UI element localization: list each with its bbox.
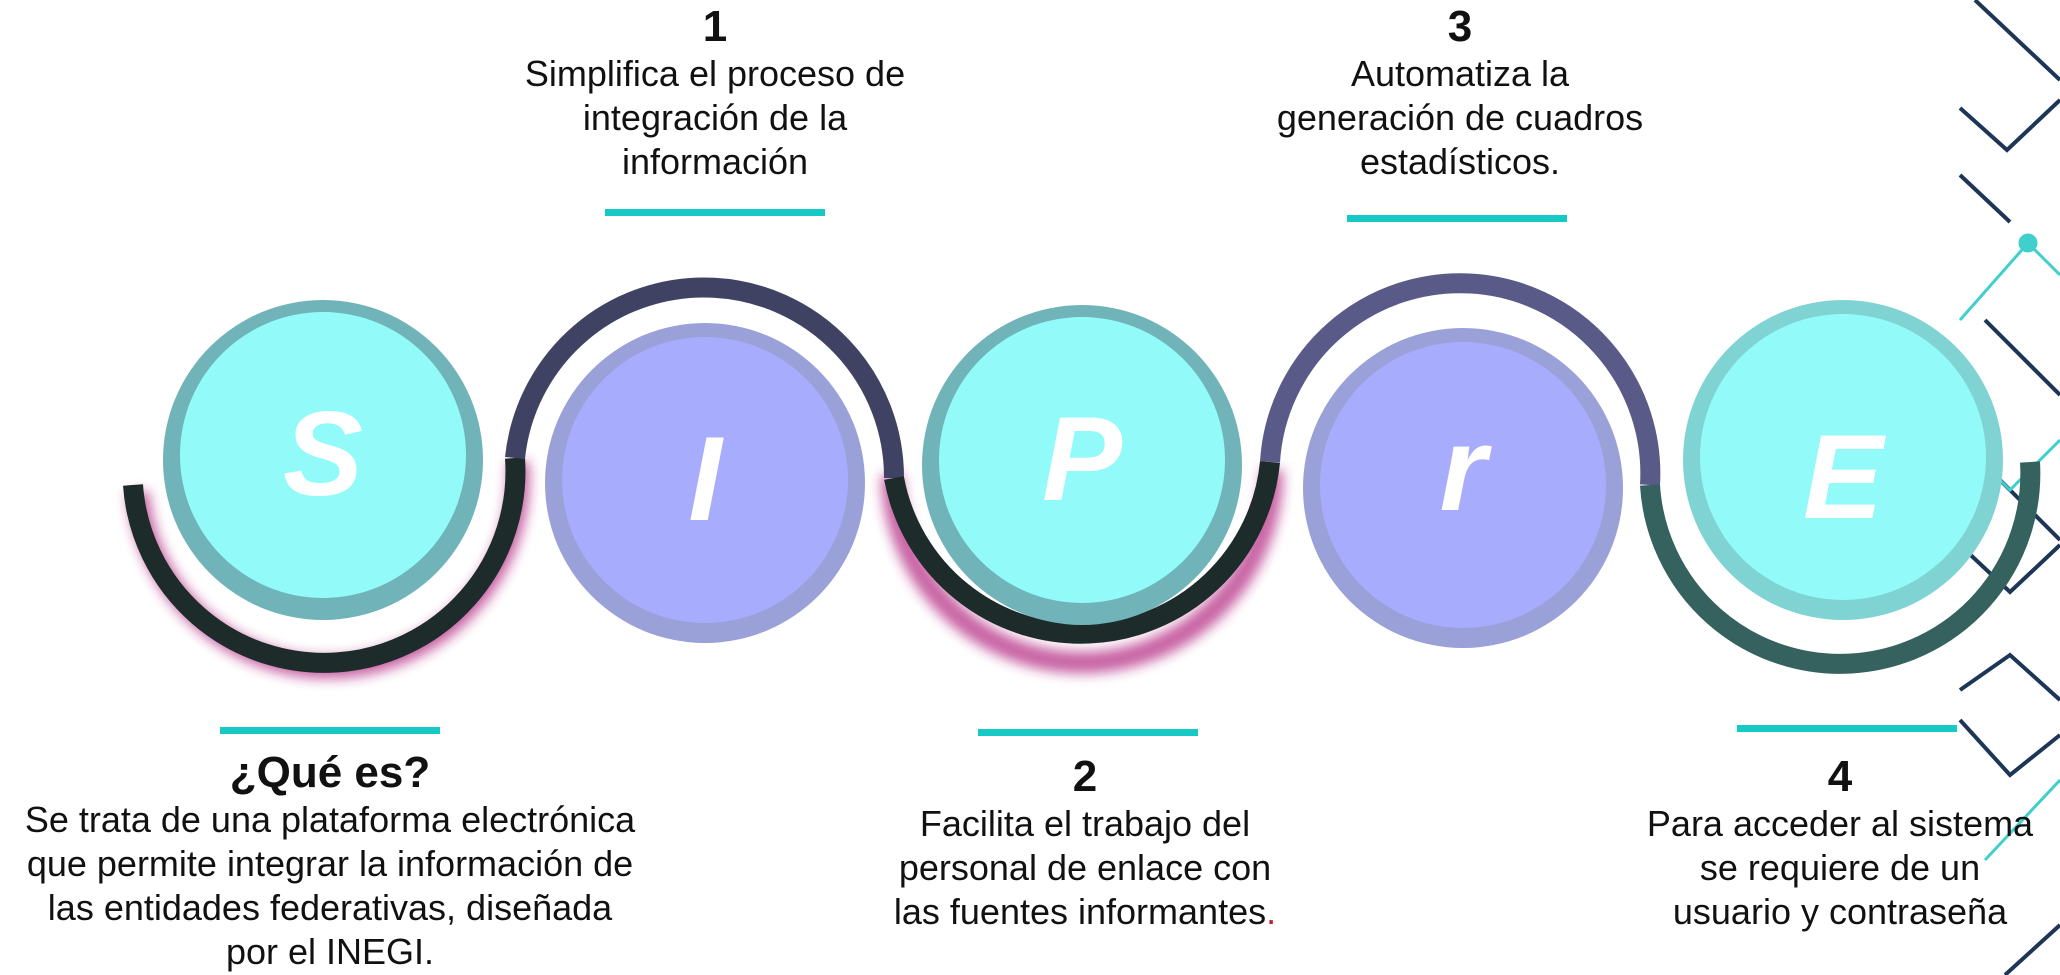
circle-s-face: [180, 312, 466, 598]
accent-bar-step4: [1737, 725, 1957, 732]
circle-p-letter: P: [1042, 392, 1123, 526]
teal-deco-dot: [2018, 233, 2038, 253]
chevron-deco-4: [1983, 318, 2060, 397]
circle-p: P: [922, 305, 1242, 625]
circle-i-face: [562, 337, 848, 623]
arc-s-bottom: [123, 457, 526, 673]
accent-bar-step3: [1347, 215, 1567, 222]
step2-line-1: Facilita el trabajo del: [919, 803, 1251, 844]
circle-e-face: [1700, 314, 1986, 600]
que-es-line-3: las entidades federativas, diseñada: [47, 887, 613, 928]
step3-line-3: estadísticos.: [1359, 141, 1561, 182]
circle-r: r: [1303, 328, 1623, 648]
arc-e-bottom: [1640, 461, 2041, 674]
circle-e-letter: E: [1803, 410, 1887, 544]
step2-line-2: personal de enlace con: [898, 847, 1272, 888]
step3-line-1: Automatiza la: [1350, 53, 1570, 94]
que-es-block: ¿Qué es? Se trata de una plataforma elec…: [0, 748, 660, 974]
chevron-deco-1: [1973, 0, 2060, 82]
accent-bar-step1: [605, 209, 825, 216]
connecting-arcs: [123, 273, 2041, 674]
step1-number: 1: [702, 2, 728, 51]
step4-line-1: Para acceder al sistema: [1646, 803, 2034, 844]
circle-s: S: [163, 300, 483, 620]
circle-r-letter: r: [1440, 402, 1493, 536]
step2-block: 2 Facilita el trabajo del personal de en…: [840, 752, 1330, 934]
circle-i-letter: I: [688, 412, 724, 546]
step2-line-3-wrap: las fuentes informantes.: [840, 890, 1330, 934]
que-es-line-2: que permite integrar la información de: [26, 843, 634, 884]
step1-line-1: Simplifica el proceso de: [524, 53, 906, 94]
step1-line-3: información: [621, 141, 809, 182]
accent-bar-que-es: [220, 727, 440, 734]
step2-number: 2: [1072, 752, 1098, 801]
circle-r-face: [1320, 342, 1606, 628]
step3-line-2: generación de cuadros: [1276, 97, 1644, 138]
chevron-deco-9: [2003, 923, 2060, 975]
chevron-deco-3: [1958, 173, 2012, 224]
circle-i: I: [545, 323, 865, 643]
step3-number: 3: [1447, 2, 1473, 51]
step4-line-2: se requiere de un: [1699, 847, 1981, 888]
circle-p-face: [939, 317, 1225, 603]
arc-p-bottom: [884, 461, 1280, 644]
step3-block: 3 Automatiza la generación de cuadros es…: [1215, 2, 1705, 184]
chevron-deco-6: [1958, 543, 2060, 595]
arc-i-top: [505, 277, 905, 479]
accent-bar-step2: [978, 729, 1198, 736]
chevron-deco-7: [1958, 652, 2060, 702]
teal-deco-3: [1983, 778, 2060, 862]
step1-line-2: integración de la: [582, 97, 848, 138]
arc-r-top: [1260, 273, 1661, 486]
chevron-deco-2: [1958, 98, 2060, 153]
step4-number: 4: [1827, 752, 1853, 801]
circle-s-letter: S: [283, 387, 363, 521]
teal-deco-1: [1958, 240, 2060, 321]
step4-line-3: usuario y contraseña: [1672, 891, 2008, 932]
step2-line-3: las fuentes informantes: [893, 891, 1267, 932]
step1-block: 1 Simplifica el proceso de integración d…: [470, 2, 960, 184]
que-es-heading: ¿Qué es?: [229, 748, 431, 797]
arc-shadow-p: [881, 469, 1284, 674]
step2-end-mark: .: [1266, 891, 1277, 932]
step4-block: 4 Para acceder al sistema se requiere de…: [1620, 752, 2060, 934]
chevron-deco-8: [1958, 718, 2060, 778]
accent-bars: [220, 209, 1957, 736]
circle-e: E: [1683, 300, 2003, 620]
que-es-line-1: Se trata de una plataforma electrónica: [24, 799, 636, 840]
que-es-line-4: por el INEGI.: [225, 931, 435, 972]
